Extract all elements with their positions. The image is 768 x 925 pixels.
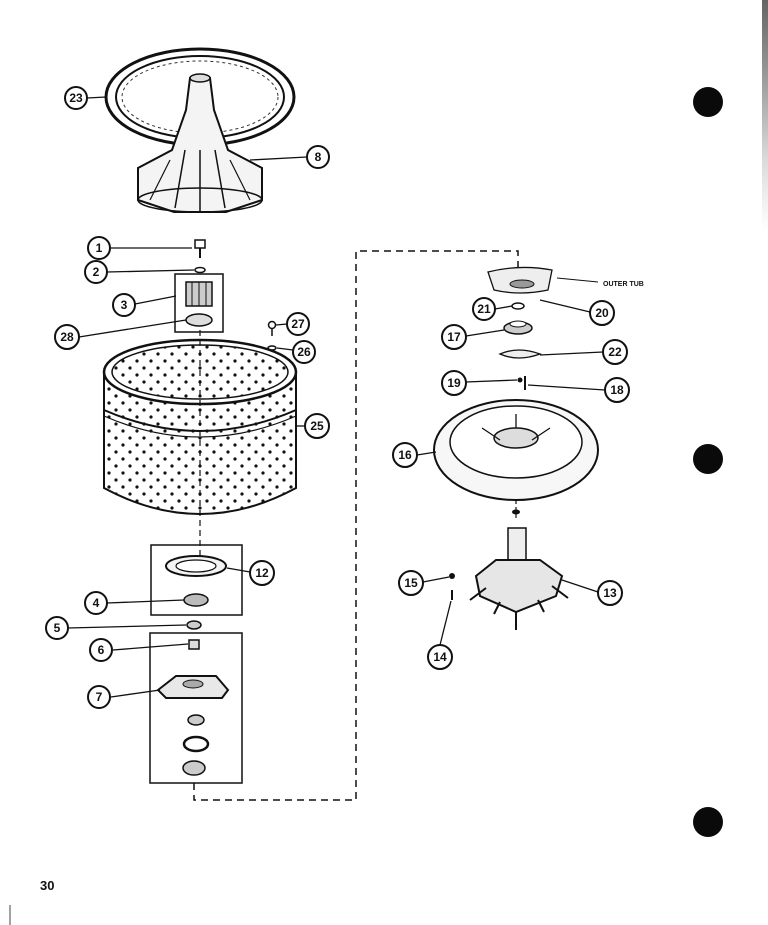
outer-tub-label: OUTER TUB [603, 281, 644, 288]
bearing-part [503, 320, 533, 335]
svg-text:18: 18 [610, 383, 624, 397]
callout-12: 12 [249, 560, 275, 586]
callout-21: 21 [472, 297, 496, 321]
svg-text:7: 7 [96, 690, 103, 704]
screw-part [267, 320, 277, 336]
callout-17: 17 [441, 324, 467, 350]
tub-base-part [433, 399, 599, 501]
svg-text:12: 12 [255, 566, 269, 580]
callout-8: 8 [306, 145, 330, 169]
binder-hole-bottom [693, 807, 723, 837]
callout-3: 3 [112, 293, 136, 317]
svg-text:21: 21 [477, 302, 491, 316]
seal-small-part [511, 302, 525, 310]
svg-text:3: 3 [121, 298, 128, 312]
callout-16: 16 [392, 442, 418, 468]
svg-text:23: 23 [69, 91, 83, 105]
svg-text:6: 6 [98, 643, 105, 657]
callout-6: 6 [89, 638, 113, 662]
callout-13: 13 [597, 580, 623, 606]
svg-text:1: 1 [96, 241, 103, 255]
bolt-part [194, 239, 206, 258]
svg-text:4: 4 [93, 596, 100, 610]
callout-14: 14 [427, 644, 453, 670]
callout-2: 2 [84, 260, 108, 284]
agitator-part [137, 73, 263, 213]
outer-tub-fragment [487, 266, 599, 294]
callout-25: 25 [304, 413, 330, 439]
bolt-small-part [449, 573, 455, 579]
seal-hub-group [150, 544, 243, 616]
nut-part [186, 620, 202, 630]
svg-text:2: 2 [93, 265, 100, 279]
assembly-connector-line [193, 250, 519, 801]
callout-18: 18 [604, 377, 630, 403]
callout-15: 15 [398, 570, 424, 596]
svg-text:26: 26 [297, 345, 311, 359]
transmission-part [469, 527, 569, 630]
drive-block-group [174, 273, 224, 333]
svg-text:25: 25 [310, 419, 324, 433]
svg-text:15: 15 [404, 576, 418, 590]
svg-text:14: 14 [433, 650, 447, 664]
callout-27: 27 [286, 312, 310, 336]
svg-text:19: 19 [447, 376, 461, 390]
svg-text:13: 13 [603, 586, 617, 600]
spin-basket-part [102, 338, 298, 515]
spring-clip-part [498, 349, 542, 359]
washer-part [194, 266, 206, 274]
callout-26: 26 [292, 340, 316, 364]
leader-lines [67, 96, 606, 698]
callout-7: 7 [87, 685, 111, 709]
svg-text:28: 28 [60, 330, 74, 344]
callout-4: 4 [84, 591, 108, 615]
callout-5: 5 [45, 616, 69, 640]
svg-text:22: 22 [608, 345, 622, 359]
svg-text:5: 5 [54, 621, 61, 635]
svg-text:17: 17 [447, 330, 461, 344]
svg-text:27: 27 [291, 317, 305, 331]
hub-bearing-group [149, 632, 243, 784]
callout-19: 19 [441, 370, 467, 396]
callout-28: 28 [54, 324, 80, 350]
svg-text:8: 8 [315, 150, 322, 164]
svg-text:20: 20 [595, 306, 609, 320]
small-fastener-part [512, 509, 520, 515]
callout-22: 22 [602, 339, 628, 365]
pin-part [517, 377, 523, 383]
page-number: 30 [40, 878, 55, 893]
callout-20: 20 [589, 300, 615, 326]
callout-23: 23 [64, 86, 88, 110]
svg-text:16: 16 [398, 448, 412, 462]
binder-hole-top [693, 87, 723, 117]
callout-1: 1 [87, 236, 111, 260]
scan-edge-artifact [762, 0, 768, 230]
binder-hole-middle [693, 444, 723, 474]
